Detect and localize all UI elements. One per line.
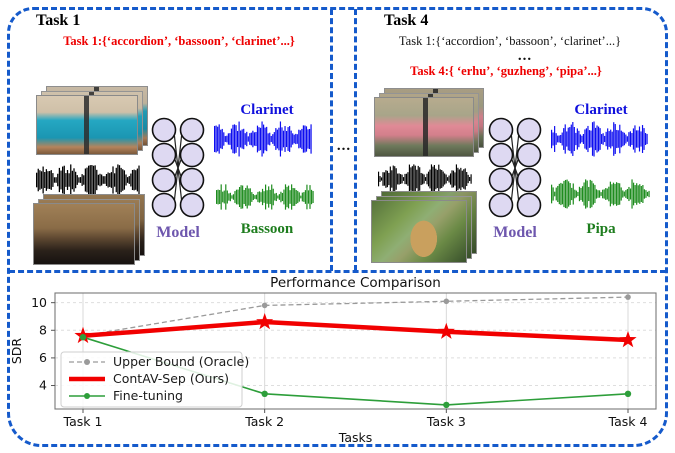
svg-text:Upper Bound (Oracle): Upper Bound (Oracle) [113,354,249,369]
panel-divider-right [354,9,357,271]
task1-output-top-label: Clarinet [240,102,294,118]
video-frame [374,97,474,157]
task1-title: Task 1 [36,12,81,29]
video-frame [36,95,138,155]
task4-output-bottom-label: Pipa [586,221,616,237]
svg-text:ContAV-Sep (Ours): ContAV-Sep (Ours) [113,371,229,386]
model-network-icon [151,117,205,218]
task4-video-frames-clarinet [374,88,484,157]
task1-mixture-waveform-icon [36,164,140,196]
panel-divider-left [330,9,333,271]
svg-text:Performance Comparison: Performance Comparison [270,275,441,291]
svg-text:Fine-tuning: Fine-tuning [113,388,183,403]
svg-text:Tasks: Tasks [338,430,373,445]
svg-text:SDR: SDR [9,338,24,365]
svg-text:6: 6 [39,350,47,365]
svg-text:8: 8 [39,323,47,338]
task4-query-text: Task 4:{ ‘erhu’, ‘guzheng’, ‘pipa’...} [410,64,602,78]
task1-output-bottom-label: Bassoon [240,221,294,237]
task4-output-top-label: Clarinet [574,102,628,118]
video-frame [371,200,467,263]
model-network-icon [488,117,542,218]
svg-text:4: 4 [39,378,47,393]
task4-model-label: Model [493,224,537,241]
task4-video-frames-pipa [371,191,477,263]
task1-query-text: Task 1:{‘accordion’, ‘bassoon’, ‘clarine… [63,34,295,48]
svg-text:Task 3: Task 3 [426,414,466,429]
figure-dashed-border [7,7,668,447]
task4-pipa-waveform-icon [551,179,650,209]
task1-video-frames-bassoon [33,194,145,265]
task1-bassoon-waveform-icon [216,184,314,210]
between-panels-ellipsis: ... [336,138,352,154]
task4-prev-query-text: Task 1:{‘accordion’, ‘bassoon’, ‘clarine… [398,34,622,48]
task4-clarinet-waveform-icon [551,121,648,157]
task4-ellipsis: ... [517,48,533,64]
task4-mixture-waveform-icon [378,164,472,194]
task1-video-frames-clarinet [36,86,148,155]
svg-text:Task 2: Task 2 [244,414,284,429]
task4-title: Task 4 [384,12,429,29]
chart-divider [9,270,666,273]
svg-text:10: 10 [31,295,47,310]
task1-clarinet-waveform-icon [214,121,312,157]
task1-model-label: Model [156,224,200,241]
svg-text:Task 1: Task 1 [63,414,103,429]
video-frame [33,203,135,265]
svg-text:Task 4: Task 4 [608,414,648,429]
